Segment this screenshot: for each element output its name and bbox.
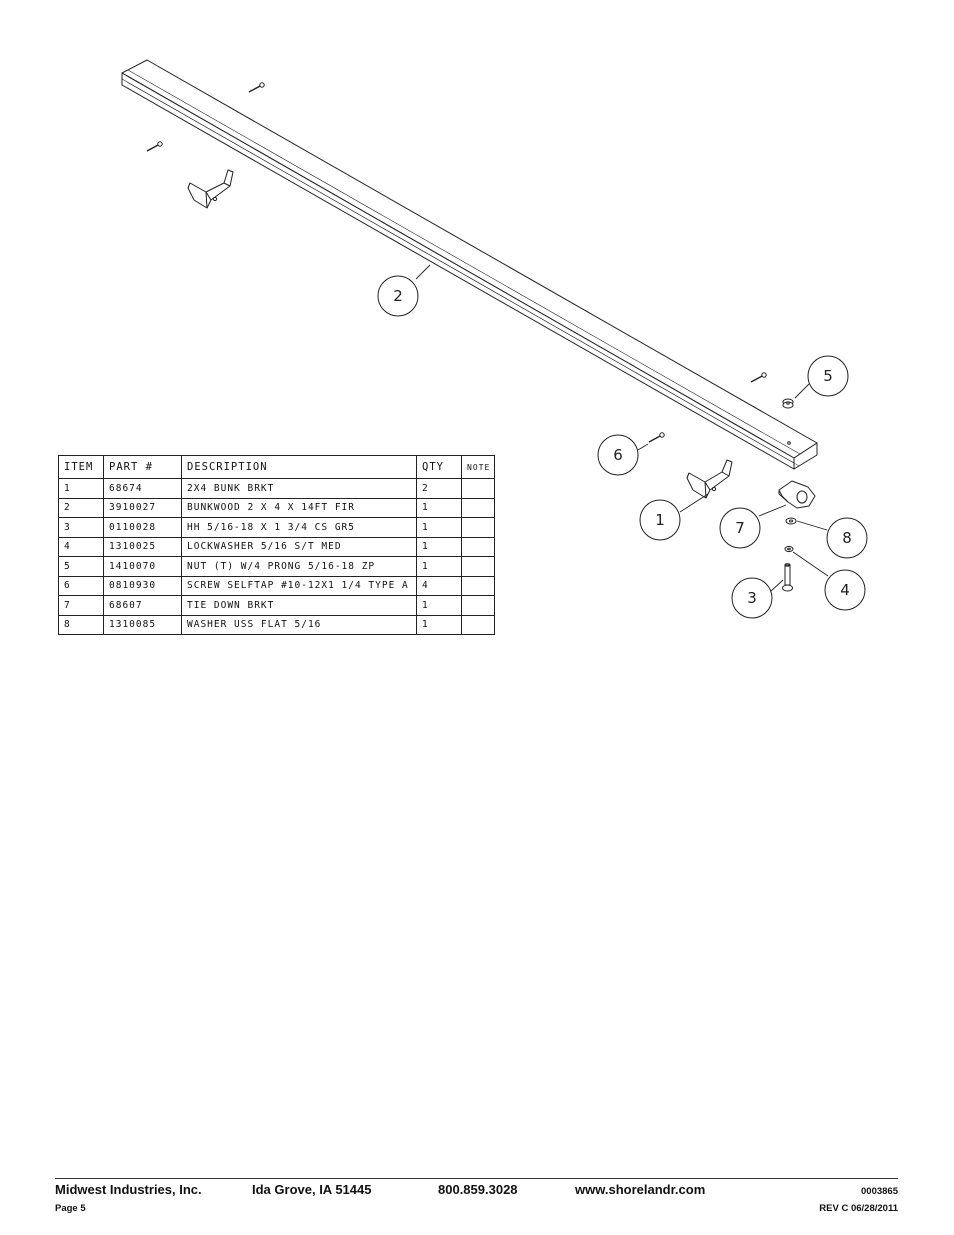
column-header-note: NOTE xyxy=(461,455,495,479)
footer-doc-number: 0003865 xyxy=(861,1186,898,1197)
t-nut-icon xyxy=(782,398,794,409)
screw-icon xyxy=(248,82,265,93)
qty-cell: 1 xyxy=(416,556,462,577)
table-row: 8 1310085 WASHER USS FLAT 5/16 1 xyxy=(58,614,495,635)
part-cell: 1310085 xyxy=(103,614,182,635)
callout-number-3: 3 xyxy=(747,589,757,607)
item-cell: 4 xyxy=(58,536,104,557)
leader-lines xyxy=(415,264,829,592)
note-cell xyxy=(461,497,495,518)
item-cell: 2 xyxy=(58,497,104,518)
qty-cell: 1 xyxy=(416,614,462,635)
callout-number-1: 1 xyxy=(655,511,665,529)
description-cell: 2X4 BUNK BRKT xyxy=(181,478,417,499)
bunk-board xyxy=(121,59,818,470)
lock-washer-icon xyxy=(784,545,794,553)
footer-revision: REV C 06/28/2011 xyxy=(819,1203,898,1214)
description-cell: WASHER USS FLAT 5/16 xyxy=(181,614,417,635)
bunk-bracket-icon xyxy=(686,459,733,499)
footer-divider xyxy=(55,1178,898,1179)
callout-circle-4 xyxy=(824,569,866,611)
note-cell xyxy=(461,595,495,616)
table-row: 4 1310025 LOCKWASHER 5/16 S/T MED 1 xyxy=(58,536,495,557)
part-cell: 1410070 xyxy=(103,556,182,577)
callout-number-2: 2 xyxy=(393,287,403,305)
callout-circle-7 xyxy=(719,507,761,549)
item-cell: 6 xyxy=(58,575,104,596)
table-row: 1 68674 2X4 BUNK BRKT 2 xyxy=(58,478,495,499)
part-cell: 1310025 xyxy=(103,536,182,557)
description-cell: TIE DOWN BRKT xyxy=(181,595,417,616)
column-header-description: DESCRIPTION xyxy=(181,455,417,479)
part-cell: 68674 xyxy=(103,478,182,499)
footer-website: www.shorelandr.com xyxy=(575,1182,706,1197)
part-cell: 68607 xyxy=(103,595,182,616)
item-cell: 8 xyxy=(58,614,104,635)
screw-icon xyxy=(750,372,767,383)
note-cell xyxy=(461,517,495,538)
callout-circle-3 xyxy=(731,577,773,619)
column-header-qty: QTY xyxy=(416,455,462,479)
item-cell: 1 xyxy=(58,478,104,499)
qty-cell: 1 xyxy=(416,595,462,616)
item-cell: 3 xyxy=(58,517,104,538)
callout-number-5: 5 xyxy=(823,367,833,385)
tie-down-bracket-icon xyxy=(778,480,816,509)
part-cell: 0110028 xyxy=(103,517,182,538)
description-cell: BUNKWOOD 2 X 4 X 14FT FIR xyxy=(181,497,417,518)
callout-circle-1 xyxy=(639,499,681,541)
callout-number-7: 7 xyxy=(735,519,745,537)
note-cell xyxy=(461,614,495,635)
qty-cell: 1 xyxy=(416,517,462,538)
table-row: 7 68607 TIE DOWN BRKT 1 xyxy=(58,595,495,616)
callout-circle-8 xyxy=(826,517,868,559)
column-header-part: PART # xyxy=(103,455,182,479)
note-cell xyxy=(461,536,495,557)
exploded-assembly-drawing: 1 2 3 4 5 6 7 8 xyxy=(121,59,868,619)
part-cell: 3910027 xyxy=(103,497,182,518)
screw-icon xyxy=(146,141,163,152)
table-row: 6 0810930 SCREW SELFTAP #10-12X1 1/4 TYP… xyxy=(58,575,495,596)
column-header-item: ITEM xyxy=(58,455,104,479)
description-cell: HH 5/16-18 X 1 3/4 CS GR5 xyxy=(181,517,417,538)
table-header-row: ITEM PART # DESCRIPTION QTY NOTE xyxy=(58,455,495,479)
footer-page-number: Page 5 xyxy=(55,1203,86,1214)
item-cell: 5 xyxy=(58,556,104,577)
screw-icon xyxy=(648,432,665,443)
description-cell: SCREW SELFTAP #10-12X1 1/4 TYPE A xyxy=(181,575,417,596)
note-cell xyxy=(461,556,495,577)
table-row: 3 0110028 HH 5/16-18 X 1 3/4 CS GR5 1 xyxy=(58,517,495,538)
footer-phone: 800.859.3028 xyxy=(438,1182,518,1197)
bunk-bracket-icon xyxy=(187,169,234,209)
callout-circle-2 xyxy=(377,275,419,317)
part-cell: 0810930 xyxy=(103,575,182,596)
callout-number-4: 4 xyxy=(840,581,850,599)
item-cell: 7 xyxy=(58,595,104,616)
footer-location: Ida Grove, IA 51445 xyxy=(252,1182,372,1197)
qty-cell: 2 xyxy=(416,478,462,499)
callout-circle-6 xyxy=(597,434,639,476)
qty-cell: 1 xyxy=(416,497,462,518)
note-cell xyxy=(461,575,495,596)
flat-washer-icon xyxy=(785,517,797,525)
callout-number-6: 6 xyxy=(613,446,623,464)
bolt-icon xyxy=(782,563,793,592)
table-row: 5 1410070 NUT (T) W/4 PRONG 5/16-18 ZP 1 xyxy=(58,556,495,577)
bill-of-materials-table: ITEM PART # DESCRIPTION QTY NOTE 1 68674… xyxy=(58,455,495,635)
description-cell: LOCKWASHER 5/16 S/T MED xyxy=(181,536,417,557)
callout-circle-5 xyxy=(807,355,849,397)
footer-company: Midwest Industries, Inc. xyxy=(55,1182,202,1197)
table-row: 2 3910027 BUNKWOOD 2 X 4 X 14FT FIR 1 xyxy=(58,497,495,518)
qty-cell: 4 xyxy=(416,575,462,596)
description-cell: NUT (T) W/4 PRONG 5/16-18 ZP xyxy=(181,556,417,577)
callout-number-8: 8 xyxy=(842,529,852,547)
qty-cell: 1 xyxy=(416,536,462,557)
note-cell xyxy=(461,478,495,499)
